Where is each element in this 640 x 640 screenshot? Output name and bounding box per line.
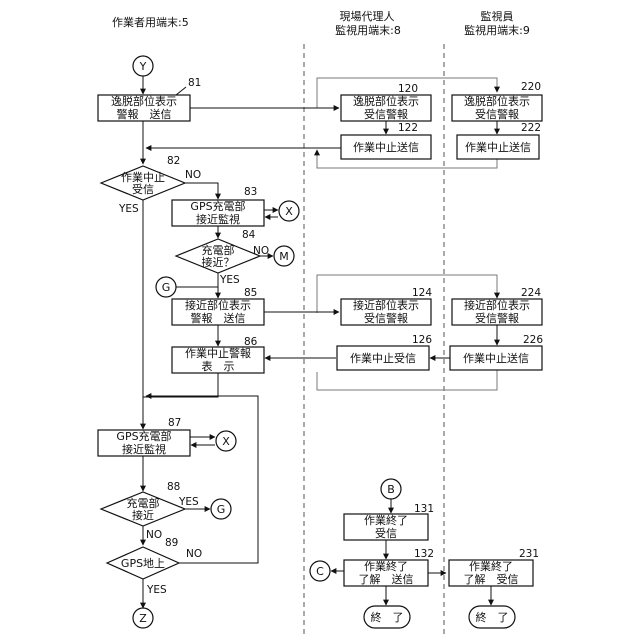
step-124-ref: 124 [412,287,432,299]
step-224-line1: 接近部位表示 [464,298,530,312]
connector-c-label: C [316,565,324,578]
step-85-line1: 接近部位表示 [185,298,251,312]
decision-89-yes: YES [146,584,167,596]
step-126-line1: 作業中止受信 [350,352,416,365]
step-83-line2: 接近監視 [196,212,240,226]
step-120-ref: 120 [398,83,418,95]
decision-84-yes: YES [219,274,240,286]
step-86-line2: 表 示 [202,359,235,373]
step-81-leader [176,87,186,95]
step-86-line1: 作業中止警報 [185,346,251,360]
step-220-ref: 220 [521,81,541,93]
step-87-line1: GPS充電部 [116,429,171,443]
connector-g2-label: G [217,503,226,516]
decision-88-yes: YES [178,496,199,508]
step-120-line2: 受信警報 [364,107,408,121]
lane-header-agent-terminal: 監視用端末:8 [335,23,401,37]
step-220-line1: 逸脱部位表示 [464,94,530,108]
step-122-ref: 122 [398,122,418,134]
decision-88-line2: 接近 [132,509,154,522]
decision-84-ref: 84 [242,229,256,241]
decision-84-line1: 充電部 [202,243,235,257]
decision-88-ref: 88 [167,481,180,493]
line-86-main [143,373,218,397]
end-monitor-label: 終 了 [476,610,509,624]
step-131-ref: 131 [414,503,434,515]
step-83-ref: 83 [244,186,257,198]
step-224-ref: 224 [521,287,541,299]
lane-header-monitor-terminal: 監視用端末:9 [464,23,530,37]
decision-88-no: NO [146,529,162,541]
step-231-ref: 231 [519,548,539,560]
step-222-line1: 作業中止送信 [465,140,531,154]
connector-b-label: B [387,483,395,496]
step-222-ref: 222 [521,122,541,134]
step-124-line1: 接近部位表示 [353,298,419,312]
loop-lower-bottom [317,368,497,390]
connector-y-label: Y [139,60,147,73]
decision-82-line2: 受信 [132,183,154,196]
step-131-line2: 受信 [375,527,397,540]
step-83-line1: GPS充電部 [190,199,245,213]
lane-header-monitor-role: 監視員 [481,9,514,23]
decision-89-ref: 89 [165,537,178,549]
step-132-ref: 132 [414,548,434,560]
end-agent-label: 終 了 [371,610,404,624]
step-81-ref: 81 [188,77,201,89]
decision-89-line1: GPS地上 [121,557,165,570]
decision-82-no: NO [185,169,201,181]
decision-84-line2: 接近？ [202,256,235,269]
decision-84-no: NO [253,245,269,257]
connector-g1-label: G [162,281,171,294]
step-124-line2: 受信警報 [364,311,408,325]
step-120-line1: 逸脱部位表示 [353,94,419,108]
step-86-ref: 86 [244,336,258,348]
step-226-line1: 作業中止送信 [463,351,529,365]
step-122-line1: 作業中止送信 [353,140,419,154]
decision-88-line1: 充電部 [127,496,160,510]
connector-m-label: M [279,250,289,263]
step-126-ref: 126 [412,334,432,346]
step-220-line2: 受信警報 [475,107,519,121]
step-231-line2: 了解 受信 [464,572,519,586]
lane-header-worker: 作業者用端末:5 [112,15,189,29]
step-231-line1: 作業終了 [469,559,513,573]
step-85-line2: 警報 送信 [191,311,246,325]
step-131-line1: 作業終了 [364,513,408,527]
decision-82-yes: YES [118,203,139,215]
lane-header-agent-role: 現場代理人 [340,10,395,23]
decision-89-no: NO [186,548,202,560]
connector-x1-label: X [285,205,293,218]
step-87-line2: 接近監視 [122,442,166,456]
decision-82-ref: 82 [167,155,180,167]
step-81-line1: 逸脱部位表示 [111,94,177,108]
step-87-ref: 87 [168,417,181,429]
connector-x2-label: X [222,435,230,448]
step-85-ref: 85 [244,287,257,299]
step-226-ref: 226 [523,334,543,346]
arrow-82-83 [185,183,218,199]
step-81-line2: 警報 送信 [117,107,172,121]
step-132-line1: 作業終了 [364,559,408,573]
step-224-line2: 受信警報 [475,311,519,325]
arrow-89-loop [146,396,258,563]
connector-z-label: Z [139,612,147,625]
step-132-line2: 了解 送信 [359,572,414,586]
